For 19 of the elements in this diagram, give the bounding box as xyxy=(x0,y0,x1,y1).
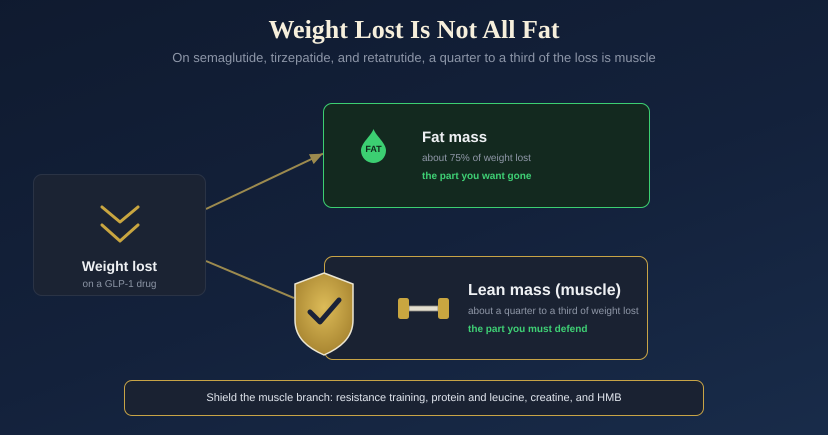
result-card xyxy=(324,256,648,360)
fat-label: FAT xyxy=(365,144,382,155)
node-title: Fat mass xyxy=(422,128,488,147)
node-title: Weight lost xyxy=(82,258,158,275)
diagram-title: Weight Lost Is Not All Fat xyxy=(268,14,560,46)
node-title: Lean mass (muscle) xyxy=(468,281,621,300)
node-subtitle: about 75% of weight lost xyxy=(422,152,531,165)
tip-banner xyxy=(124,380,704,416)
highlight-note: the part you want gone xyxy=(422,170,532,183)
shield-check-icon xyxy=(294,272,354,356)
subtitle: On semaglutide, tirzepatide, and retatrutide, a quarter to a third of the loss is muscle xyxy=(172,50,656,66)
arrow xyxy=(206,152,324,210)
highlight-note: the part you must defend xyxy=(468,323,588,336)
result-card xyxy=(323,103,650,208)
tip-text: Shield the muscle branch: resistance training, protein and leucine, creatine, and HMB xyxy=(206,391,622,405)
node-subtitle: on a GLP-1 drug xyxy=(82,278,156,291)
node-subtitle: about a quarter to a third of weight lost xyxy=(468,305,639,318)
connector-line xyxy=(206,260,294,299)
source-card xyxy=(33,174,206,296)
